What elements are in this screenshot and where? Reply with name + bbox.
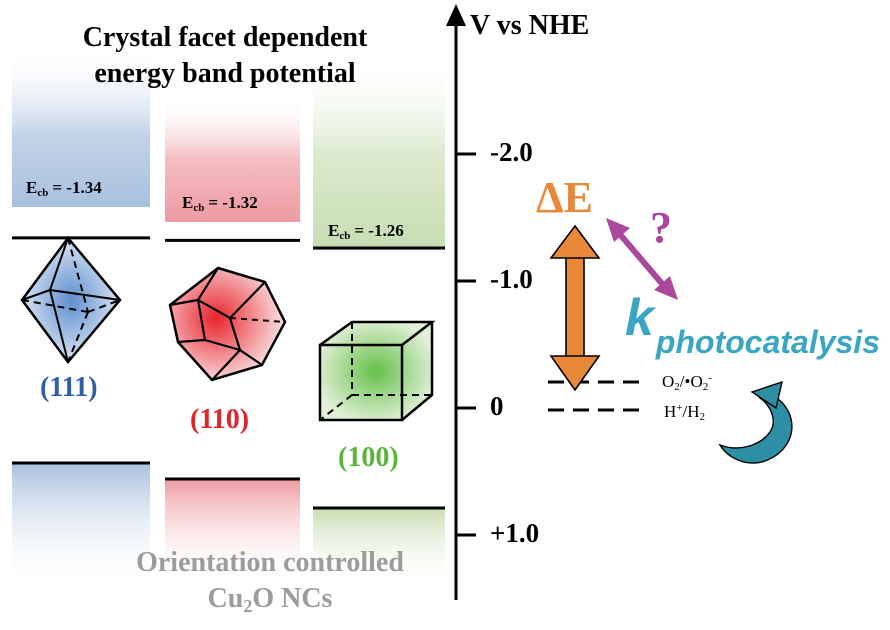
- rhombic-dodecahedron-icon: [168, 266, 287, 382]
- cube-icon: [318, 320, 436, 422]
- vb-block-110: [165, 479, 300, 584]
- vb-block-100: [313, 508, 445, 588]
- curved-arrow-icon: [718, 380, 793, 464]
- tick-label: +1.0: [490, 518, 540, 548]
- tick-label: -1.0: [490, 264, 533, 294]
- delta-e-label: ΔE: [536, 173, 593, 222]
- question-double-arrow-icon: [606, 218, 678, 300]
- cb-block-110: [165, 95, 300, 222]
- caption: Orientation controlled Cu2O NCs: [90, 545, 450, 624]
- cb-block-100: [313, 55, 445, 250]
- tick-label: 0: [490, 391, 504, 421]
- title-line-1: Crystal facet dependent: [82, 22, 368, 53]
- axis-arrowhead-icon: [446, 4, 466, 26]
- ecb-label-110: Ecb= -1.32: [182, 193, 258, 214]
- o2-couple-label: O2/•O2-: [662, 372, 712, 393]
- diagram-title: Crystal facet dependent energy band pote…: [30, 20, 420, 92]
- caption-line-1: Orientation controlled: [136, 547, 404, 578]
- tick-label: -2.0: [490, 137, 533, 167]
- delta-e-double-arrow-icon: [549, 224, 601, 392]
- title-line-2: energy band potential: [94, 58, 356, 89]
- ecb-label-111: Ecb= -1.34: [26, 178, 102, 199]
- question-mark-label: ?: [650, 203, 672, 252]
- octahedron-icon: [20, 235, 122, 365]
- facet-label-110: (110): [190, 404, 250, 435]
- axis-ticks: [456, 152, 476, 537]
- h2-couple-label: H+/H2: [664, 402, 705, 423]
- facet-label-111: (111): [40, 372, 98, 403]
- axis-title: V vs NHE: [470, 10, 590, 41]
- caption-line-2: Cu2O NCs: [207, 583, 333, 616]
- rate-constant-label: kphotocatalysis: [625, 288, 880, 360]
- vb-block-111: [12, 463, 150, 588]
- ecb-label-100: Ecb= -1.26: [328, 221, 404, 242]
- k-subscript: photocatalysis: [655, 324, 880, 360]
- k-symbol: k: [625, 289, 654, 347]
- cb-block-111: [12, 45, 150, 207]
- facet-label-100: (100): [338, 442, 399, 473]
